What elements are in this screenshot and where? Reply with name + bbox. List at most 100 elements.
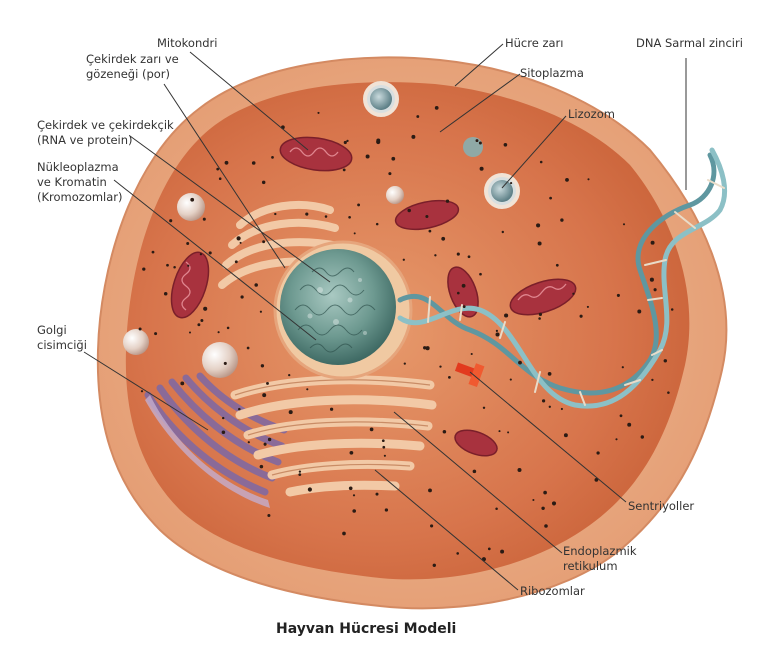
- ribosome-dot: [263, 442, 267, 446]
- ribosome-dot: [329, 407, 334, 411]
- ribosome-dot: [478, 141, 482, 145]
- ribosome-dot: [226, 326, 230, 330]
- ribosome-dot: [619, 414, 623, 418]
- label-nukleoplazma-2: ve Kromatin: [37, 175, 107, 189]
- leader-lines: [83, 43, 687, 591]
- ribosome-dot: [547, 372, 552, 376]
- label-cekirdekcik-2: (RNA ve protein): [37, 133, 133, 147]
- ribosome-dot: [247, 441, 250, 444]
- ribosome-dot: [651, 378, 654, 382]
- ribosome-dot: [462, 305, 466, 309]
- ribosome-dot: [180, 381, 185, 386]
- ribosome-dot: [271, 156, 274, 159]
- ribosome-dot: [298, 470, 302, 473]
- ribosome-dot: [202, 217, 206, 221]
- ribosome-dot: [637, 309, 642, 314]
- ribosome-dot: [375, 222, 379, 226]
- ribosome-dot: [572, 292, 575, 295]
- ribosome-dot: [306, 388, 309, 391]
- ribosome-dot: [432, 563, 436, 567]
- ribosome-dot: [621, 366, 624, 369]
- ribosome-dot: [428, 488, 432, 493]
- ribosome-dot: [434, 106, 439, 110]
- ribosome-dot: [234, 260, 238, 264]
- ribosome-dot: [539, 160, 543, 164]
- ribosome-dot: [555, 263, 559, 267]
- vesicles: [123, 137, 483, 378]
- ribosome-dot: [238, 407, 241, 411]
- ribosome-dot: [640, 435, 644, 439]
- ribosome-dot: [239, 241, 242, 244]
- ribosome-dot: [352, 494, 356, 497]
- leader-ribozomlar: [374, 469, 519, 591]
- ribosome-dot: [509, 378, 512, 381]
- ribosome-dot: [549, 196, 552, 200]
- ribosome-dot: [197, 323, 201, 327]
- ribosome-dot: [653, 288, 657, 292]
- ribosome-dot: [382, 445, 386, 449]
- ribosome-dot: [190, 197, 195, 202]
- ribosome-dot: [267, 513, 271, 518]
- ribosome-dot: [541, 506, 545, 511]
- ribosome-dot: [402, 258, 405, 261]
- ribosome-dot: [352, 509, 357, 513]
- chromatin: [294, 267, 376, 353]
- ribosome-dot: [266, 381, 269, 385]
- ribosome-dot: [428, 229, 432, 233]
- ribosome-dot: [538, 317, 541, 320]
- ribosome-dot: [317, 111, 320, 114]
- ribosome-dot: [261, 180, 266, 185]
- ribosome-dot: [384, 508, 389, 512]
- ribosome-dot: [475, 139, 479, 143]
- ribosome-dot: [142, 267, 146, 271]
- ribosome-dot: [169, 219, 173, 223]
- ribosome-dot: [594, 478, 599, 482]
- ribosome-dot: [544, 524, 548, 528]
- ribosome-dot: [543, 490, 547, 495]
- ribosome-dot: [495, 329, 498, 332]
- dna-helix: [397, 147, 728, 409]
- ribosome-dot: [240, 295, 244, 299]
- ribosome-dot: [251, 161, 256, 165]
- ribosome-dot: [596, 451, 600, 455]
- ribosome-dot: [479, 272, 482, 276]
- label-mitokondri: Mitokondri: [157, 36, 218, 50]
- ribosome-dot: [199, 253, 203, 256]
- ribosome-dot: [138, 327, 142, 331]
- ribosome-dot: [369, 427, 374, 432]
- ribosome-dot: [425, 346, 430, 351]
- label-golgi-2: cisimciği: [37, 338, 87, 352]
- ribosome-dot: [222, 416, 225, 420]
- ribosome-dot: [357, 203, 361, 207]
- ribosome-dot: [536, 223, 541, 228]
- ribosome-dot: [342, 168, 346, 172]
- ribosome-dot: [259, 310, 262, 313]
- ribosome-dot: [411, 134, 416, 139]
- ribosome-dot: [456, 252, 460, 256]
- ribosome-dot: [498, 430, 501, 433]
- ribosome-dot: [482, 406, 486, 410]
- ribosome-dot: [262, 240, 266, 244]
- leader-lizozom: [501, 115, 567, 189]
- ribosome-dot: [416, 115, 420, 118]
- leader-golgi: [83, 351, 209, 431]
- ribosome-dot: [472, 469, 477, 474]
- ribosome-dot: [663, 359, 668, 363]
- ribosome-dot: [615, 438, 618, 441]
- ribosome-dot: [324, 215, 328, 218]
- leader-nukleoplazma: [113, 179, 317, 341]
- ribosome-dot: [510, 182, 513, 185]
- ribosome-dot: [479, 166, 484, 171]
- mitochondria: [170, 136, 577, 457]
- ribosome-dot: [349, 450, 354, 455]
- ribosome-dot: [391, 156, 396, 161]
- ribosome-dot: [388, 172, 392, 176]
- ribosome-dot: [288, 373, 291, 377]
- ribosome-dot: [503, 142, 508, 147]
- nucleus: [280, 249, 396, 365]
- label-golgi-1: Golgi: [37, 323, 67, 337]
- ribosome-dot: [208, 251, 212, 255]
- ribosome-dot: [342, 531, 346, 536]
- ribosome-dot: [541, 399, 546, 403]
